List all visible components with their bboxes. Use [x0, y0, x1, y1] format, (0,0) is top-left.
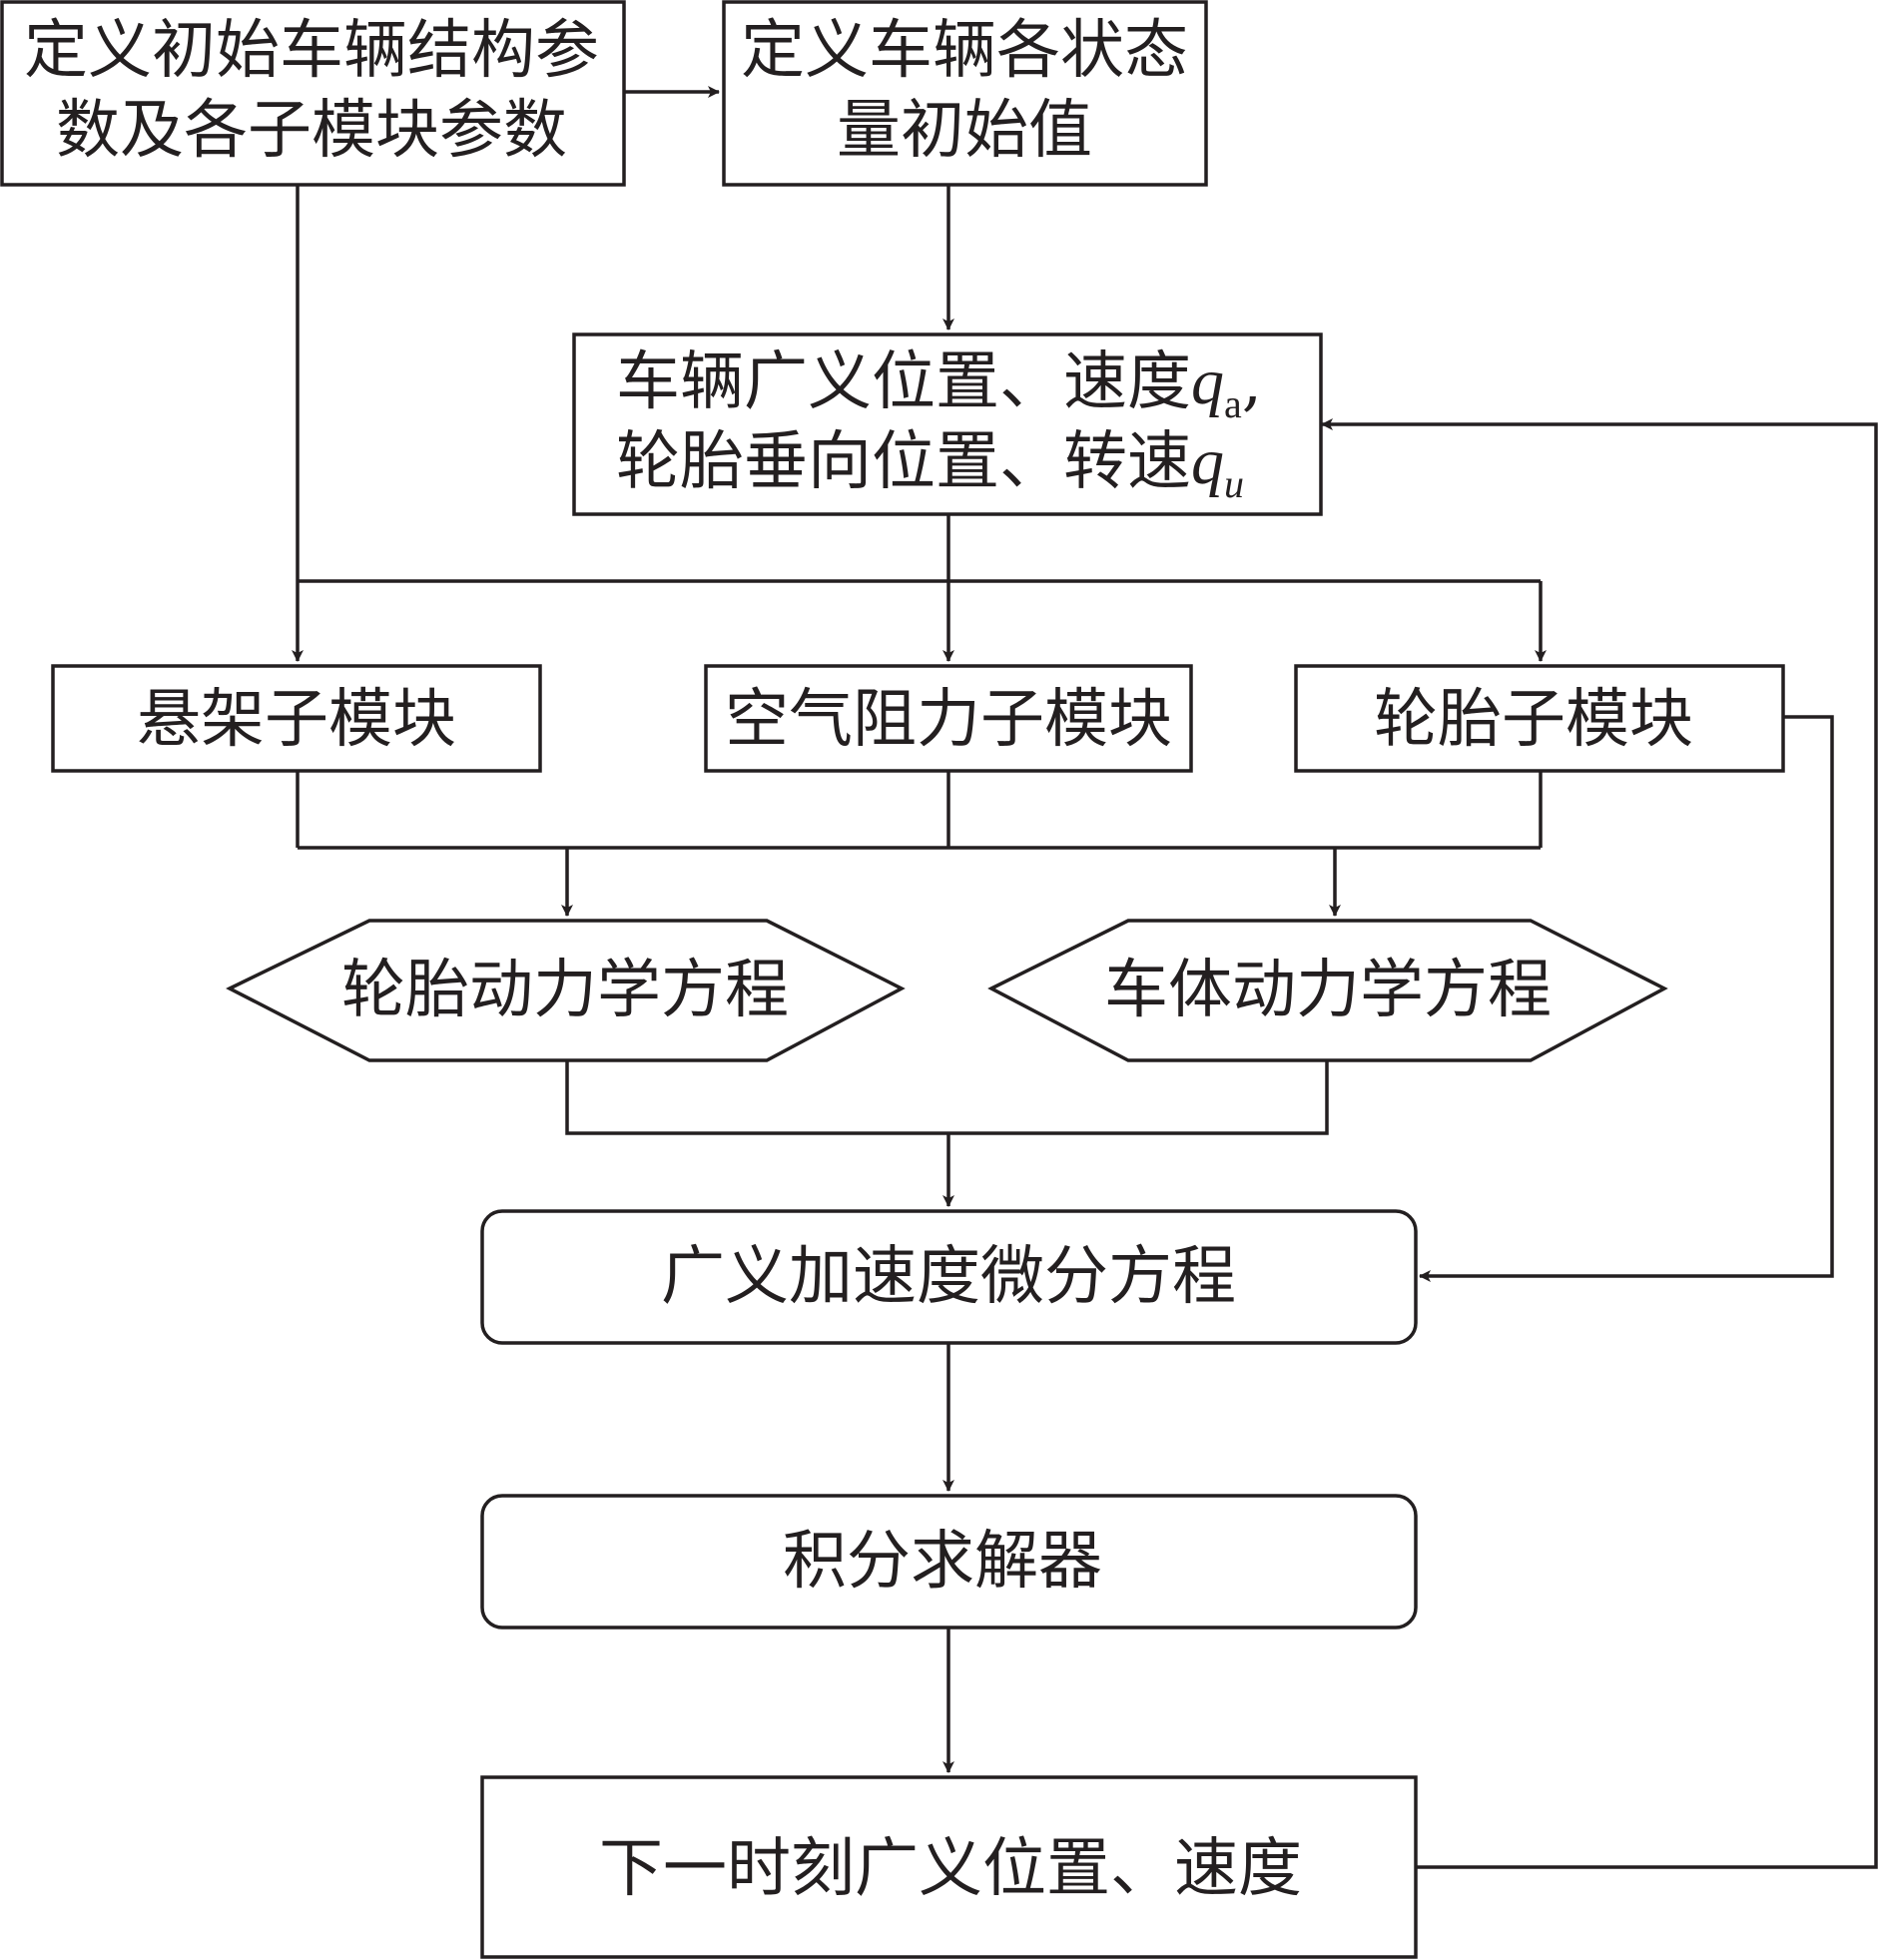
- vehicle-state-line2: 轮胎垂向位置、转速qu: [616, 425, 1244, 506]
- connectors: [292, 86, 1878, 1869]
- node-define-params: 定义初始车辆结构参 数及各子模块参数: [0, 0, 626, 187]
- node-next-state: 下一时刻广义位置、速度: [480, 1775, 1418, 1959]
- solver-label: 积分求解器: [783, 1525, 1102, 1599]
- arrow-next-to-vehicle-state: [1321, 418, 1878, 1869]
- vehicle-state-symbol-qa: q: [1191, 345, 1224, 418]
- vehicle-state-subscript-a: a: [1224, 381, 1242, 426]
- define-states-line1: 定义车辆各状态: [741, 14, 1188, 88]
- vehicle-state-line1: 车辆广义位置、速度qa,: [616, 345, 1262, 426]
- line-dynamics-merge: [565, 1060, 1329, 1135]
- vehicle-state-line2-text: 轮胎垂向位置、转速: [616, 425, 1191, 499]
- arrow-tire-to-accel-ode: [1419, 715, 1834, 1282]
- node-solver: 积分求解器: [480, 1494, 1418, 1630]
- node-accel-ode: 广义加速度微分方程: [480, 1209, 1418, 1345]
- vehicle-state-symbol-qu: q: [1191, 425, 1224, 498]
- node-tire: 轮胎子模块: [1294, 664, 1785, 773]
- next-state-label: 下一时刻广义位置、速度: [599, 1832, 1302, 1906]
- define-states-line2: 量初始值: [837, 94, 1092, 168]
- suspension-label: 悬架子模块: [137, 683, 456, 757]
- node-vehicle-state: 车辆广义位置、速度qa, 轮胎垂向位置、转速qu: [572, 332, 1323, 516]
- aero-label: 空气阻力子模块: [725, 683, 1172, 757]
- define-params-line2: 数及各子模块参数: [56, 94, 567, 168]
- define-params-line1: 定义初始车辆结构参: [24, 14, 599, 88]
- tire-dynamics-label: 轮胎动力学方程: [341, 954, 789, 1027]
- body-dynamics-label: 车体动力学方程: [1104, 954, 1552, 1027]
- node-aero: 空气阻力子模块: [704, 664, 1193, 773]
- node-define-states: 定义车辆各状态 量初始值: [722, 0, 1208, 187]
- node-body-dynamics: 车体动力学方程: [987, 919, 1668, 1062]
- vehicle-state-subscript-u: u: [1224, 461, 1244, 506]
- node-tire-dynamics: 轮胎动力学方程: [226, 919, 906, 1062]
- vehicle-state-line1-text: 车辆广义位置、速度: [616, 345, 1191, 419]
- tire-label: 轮胎子模块: [1374, 683, 1693, 757]
- accel-ode-label: 广义加速度微分方程: [661, 1240, 1236, 1314]
- vehicle-state-line1-suffix: ,: [1242, 345, 1262, 419]
- node-suspension: 悬架子模块: [51, 664, 542, 773]
